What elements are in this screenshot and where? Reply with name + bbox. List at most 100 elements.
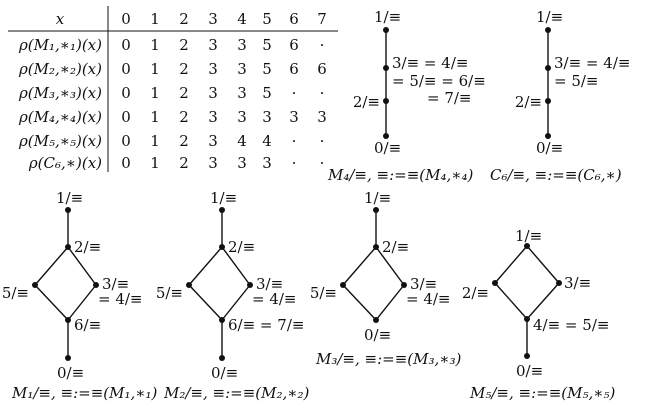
table-cell: 3 xyxy=(289,108,299,126)
table-cell: 3 xyxy=(262,154,272,172)
edge xyxy=(188,246,223,286)
table-cell: 0 xyxy=(121,84,131,102)
edge xyxy=(342,284,377,321)
node-label: 0/≡ xyxy=(364,326,391,344)
table-cell: · xyxy=(320,154,325,172)
diagram-caption: M₄/≡, ≡:=≡(M₄,∗₄) xyxy=(327,166,473,184)
table-cell: 6 xyxy=(317,60,327,78)
table-cell: 1 xyxy=(150,132,160,150)
table-cell: 2 xyxy=(179,36,189,54)
edge xyxy=(526,245,560,284)
row-label: ρ(M₂,∗₂)(x) xyxy=(18,60,102,78)
diagram-m4: 1/≡ 3/≡ = 4/≡ = 5/≡ = 6/≡ = 7/≡ 2/≡ 0/≡ … xyxy=(327,8,486,184)
table-cell: 3 xyxy=(237,36,247,54)
node-label: 1/≡ xyxy=(515,227,542,245)
node xyxy=(373,244,379,250)
rank-table: x 0 1 2 3 4 5 6 7 ρ(M₁,∗₁)(x) 0 1 2 3 3 … xyxy=(8,6,338,172)
node-label: 5/≡ xyxy=(310,284,337,302)
row-label: ρ(C₆,∗)(x) xyxy=(28,154,102,172)
node-label: 3/≡ = 4/≡ xyxy=(392,54,468,72)
table-cell: 2 xyxy=(179,154,189,172)
node-label: 2/≡ xyxy=(228,238,255,256)
node xyxy=(524,353,530,359)
node-label: = 5/≡ = 6/≡ xyxy=(392,72,486,90)
node xyxy=(545,133,551,139)
table-cell: · xyxy=(292,154,297,172)
table-cell: 5 xyxy=(262,84,272,102)
node xyxy=(219,207,225,213)
node xyxy=(340,282,346,288)
table-cell: 2 xyxy=(179,84,189,102)
node xyxy=(247,282,253,288)
table-row: ρ(M₁,∗₁)(x) 0 1 2 3 3 5 6 · xyxy=(18,36,324,54)
table-row: ρ(C₆,∗)(x) 0 1 2 3 3 3 · · xyxy=(28,154,325,172)
edge xyxy=(188,284,223,321)
table-cell: 3 xyxy=(317,108,327,126)
node xyxy=(545,27,551,33)
table-cell: 0 xyxy=(121,154,131,172)
table-cell: · xyxy=(320,132,325,150)
node-label: 2/≡ xyxy=(462,284,489,302)
node xyxy=(65,244,71,250)
node xyxy=(65,355,71,361)
node xyxy=(65,207,71,213)
node xyxy=(93,282,99,288)
diagram-caption: C₆/≡, ≡:=≡(C₆,∗) xyxy=(490,166,622,184)
edge xyxy=(34,246,69,286)
table-row: ρ(M₄,∗₄)(x) 0 1 2 3 3 3 3 3 xyxy=(18,108,327,126)
node-label: 2/≡ xyxy=(74,238,101,256)
table-cell: 2 xyxy=(179,60,189,78)
table-cell: 3 xyxy=(237,84,247,102)
node-label: 6/≡ xyxy=(74,316,101,334)
node-label: 0/≡ xyxy=(374,139,401,157)
col-header: 6 xyxy=(289,10,299,28)
node-label: = 4/≡ xyxy=(406,290,451,308)
node xyxy=(383,133,389,139)
table-row: ρ(M₅,∗₅)(x) 0 1 2 3 4 4 · · xyxy=(18,132,324,150)
diagram-c6: 1/≡ 3/≡ = 4/≡ = 5/≡ 2/≡ 0/≡ C₆/≡, ≡:=≡(C… xyxy=(490,8,630,184)
edge xyxy=(221,246,251,286)
node xyxy=(65,317,71,323)
edge xyxy=(34,284,69,321)
table-cell: 5 xyxy=(262,60,272,78)
node xyxy=(219,317,225,323)
col-header: 0 xyxy=(121,10,131,28)
node-label: 1/≡ xyxy=(210,189,237,207)
edge xyxy=(526,282,560,320)
col-header: 5 xyxy=(262,10,272,28)
node xyxy=(219,355,225,361)
node-label: 0/≡ xyxy=(536,139,563,157)
table-cell: 1 xyxy=(150,60,160,78)
diagram-caption: M₂/≡, ≡:=≡(M₂,∗₂) xyxy=(163,384,309,402)
table-cell: 5 xyxy=(262,36,272,54)
table-cell: 3 xyxy=(237,108,247,126)
node-label: 5/≡ xyxy=(156,284,183,302)
row-label: ρ(M₄,∗₄)(x) xyxy=(18,108,102,126)
row-label: ρ(M₃,∗₃)(x) xyxy=(18,84,102,102)
table-cell: 3 xyxy=(208,84,218,102)
diagram-m3: 1/≡ 2/≡ 5/≡ 3/≡ = 4/≡ 0/≡ M₃/≡, ≡:=≡(M₃,… xyxy=(310,189,462,368)
node xyxy=(219,244,225,250)
col-header: 4 xyxy=(237,10,247,28)
table-cell: 3 xyxy=(208,36,218,54)
node xyxy=(492,280,498,286)
table-cell: 2 xyxy=(179,108,189,126)
node-label: 0/≡ xyxy=(516,362,543,380)
edge xyxy=(67,246,97,286)
node xyxy=(383,27,389,33)
table-cell: · xyxy=(292,84,297,102)
node-label: 2/≡ xyxy=(353,93,380,111)
table-cell: 3 xyxy=(262,108,272,126)
table-cell: 6 xyxy=(289,60,299,78)
node-label: 3/≡ xyxy=(410,275,437,293)
node-label: 4/≡ = 5/≡ xyxy=(533,316,609,334)
node-label: 1/≡ xyxy=(536,8,563,26)
node-label: = 4/≡ xyxy=(252,290,297,308)
table-cell: 0 xyxy=(121,36,131,54)
node-label: 3/≡ xyxy=(102,275,129,293)
edge xyxy=(375,246,405,286)
table-cell: 2 xyxy=(179,132,189,150)
node xyxy=(383,65,389,71)
row-label: ρ(M₁,∗₁)(x) xyxy=(18,36,102,54)
